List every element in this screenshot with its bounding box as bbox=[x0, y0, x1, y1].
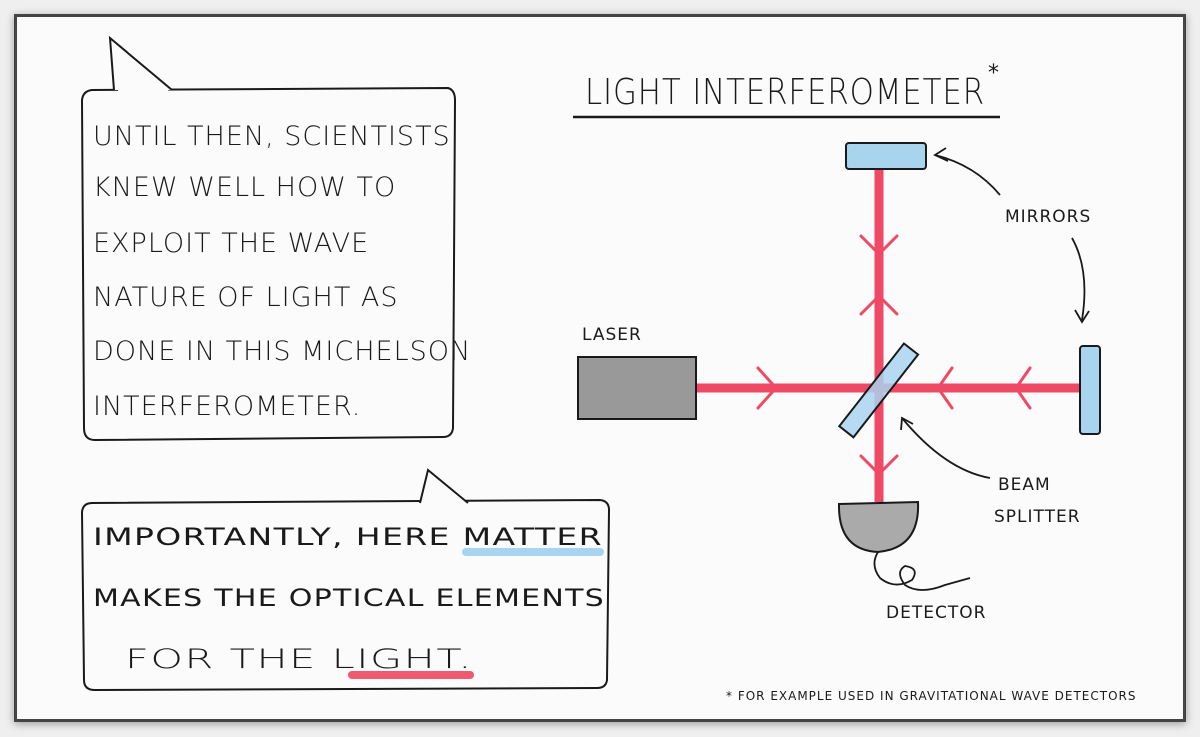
light-highlight bbox=[348, 671, 474, 679]
bubble-2-outline bbox=[80, 498, 611, 692]
detector: DETECTOR bbox=[837, 500, 986, 623]
arrow-left-1 bbox=[936, 366, 954, 410]
detector-cable bbox=[873, 551, 971, 591]
bubble-2-matter-word: MATTER bbox=[463, 523, 603, 551]
speech-bubble-1: UNTIL THEN, SCIENTISTS KNEW WELL HOW TO … bbox=[80, 35, 481, 442]
laser: LASER bbox=[577, 325, 697, 420]
bubble-1-tail bbox=[108, 35, 173, 91]
bubble-1-line-3: EXPLOIT THE WAVE bbox=[93, 228, 369, 259]
bubble-2-line-1-prefix: IMPORTANTLY, HERE bbox=[93, 523, 463, 551]
top-mirror bbox=[845, 142, 927, 170]
bubble-1-outline bbox=[80, 86, 457, 442]
splitter-plate bbox=[837, 342, 920, 439]
bubble-1-line-1: UNTIL THEN, SCIENTISTS bbox=[93, 121, 451, 152]
bubble-1-line-6: INTERFEROMETER. bbox=[93, 391, 361, 422]
bubble-2-line-2: MAKES THE OPTICAL ELEMENTS bbox=[93, 584, 605, 612]
title-asterisk: * bbox=[988, 61, 1000, 86]
arrow-left-2 bbox=[1014, 366, 1032, 410]
bubble-1-line-5: DONE IN THIS MICHELSON bbox=[93, 336, 471, 367]
beam-splitter: BEAM SPLITTER bbox=[837, 342, 1081, 527]
bubble-1-line-4: NATURE OF LIGHT AS bbox=[93, 282, 399, 313]
matter-highlight bbox=[462, 548, 604, 556]
bubble-2-line-1: IMPORTANTLY, HERE MATTER bbox=[93, 523, 603, 551]
mirrors: MIRRORS bbox=[845, 142, 1101, 435]
beam-label: BEAM bbox=[998, 475, 1051, 495]
arrow-right-1 bbox=[756, 366, 779, 410]
mirror-pointer-top bbox=[934, 154, 1001, 196]
arrow-up-1 bbox=[859, 293, 899, 316]
laser-label: LASER bbox=[582, 325, 642, 345]
arrow-down-2 bbox=[859, 454, 899, 477]
detector-label: DETECTOR bbox=[886, 603, 986, 623]
detector-body bbox=[837, 500, 920, 554]
mirror-pointer-right bbox=[1071, 237, 1086, 321]
speech-bubble-2: IMPORTANTLY, HERE MATTER MAKES THE OPTIC… bbox=[80, 468, 611, 692]
right-mirror bbox=[1079, 345, 1101, 435]
bubble-2-tail bbox=[419, 468, 469, 504]
beam-arrows bbox=[756, 234, 1032, 477]
bubble-1-line-2: KNEW WELL HOW TO bbox=[93, 172, 396, 203]
bubble-1-text: UNTIL THEN, SCIENTISTS KNEW WELL HOW TO … bbox=[93, 121, 481, 422]
title-text: LIGHT INTERFEROMETER bbox=[585, 72, 985, 113]
bubble-2-light-word: LIGHT. bbox=[332, 644, 473, 675]
arrow-down-1 bbox=[859, 234, 899, 257]
laser-box bbox=[577, 356, 697, 420]
splitter-pointer bbox=[901, 417, 991, 479]
mirrors-label: MIRRORS bbox=[1005, 207, 1091, 227]
bubble-2-line-3-prefix: FOR THE bbox=[125, 644, 332, 675]
mirror-pointer-right-head bbox=[1074, 309, 1090, 324]
bubble-2-line-3: FOR THE LIGHT. bbox=[125, 644, 473, 675]
mirror-pointer-top-head bbox=[933, 147, 949, 162]
diagram-title: LIGHT INTERFEROMETER * bbox=[573, 61, 1000, 119]
splitter-label: SPLITTER bbox=[994, 507, 1081, 527]
footnote: * FOR EXAMPLE USED IN GRAVITATIONAL WAVE… bbox=[726, 689, 1136, 703]
splitter-pointer-head bbox=[900, 416, 914, 431]
